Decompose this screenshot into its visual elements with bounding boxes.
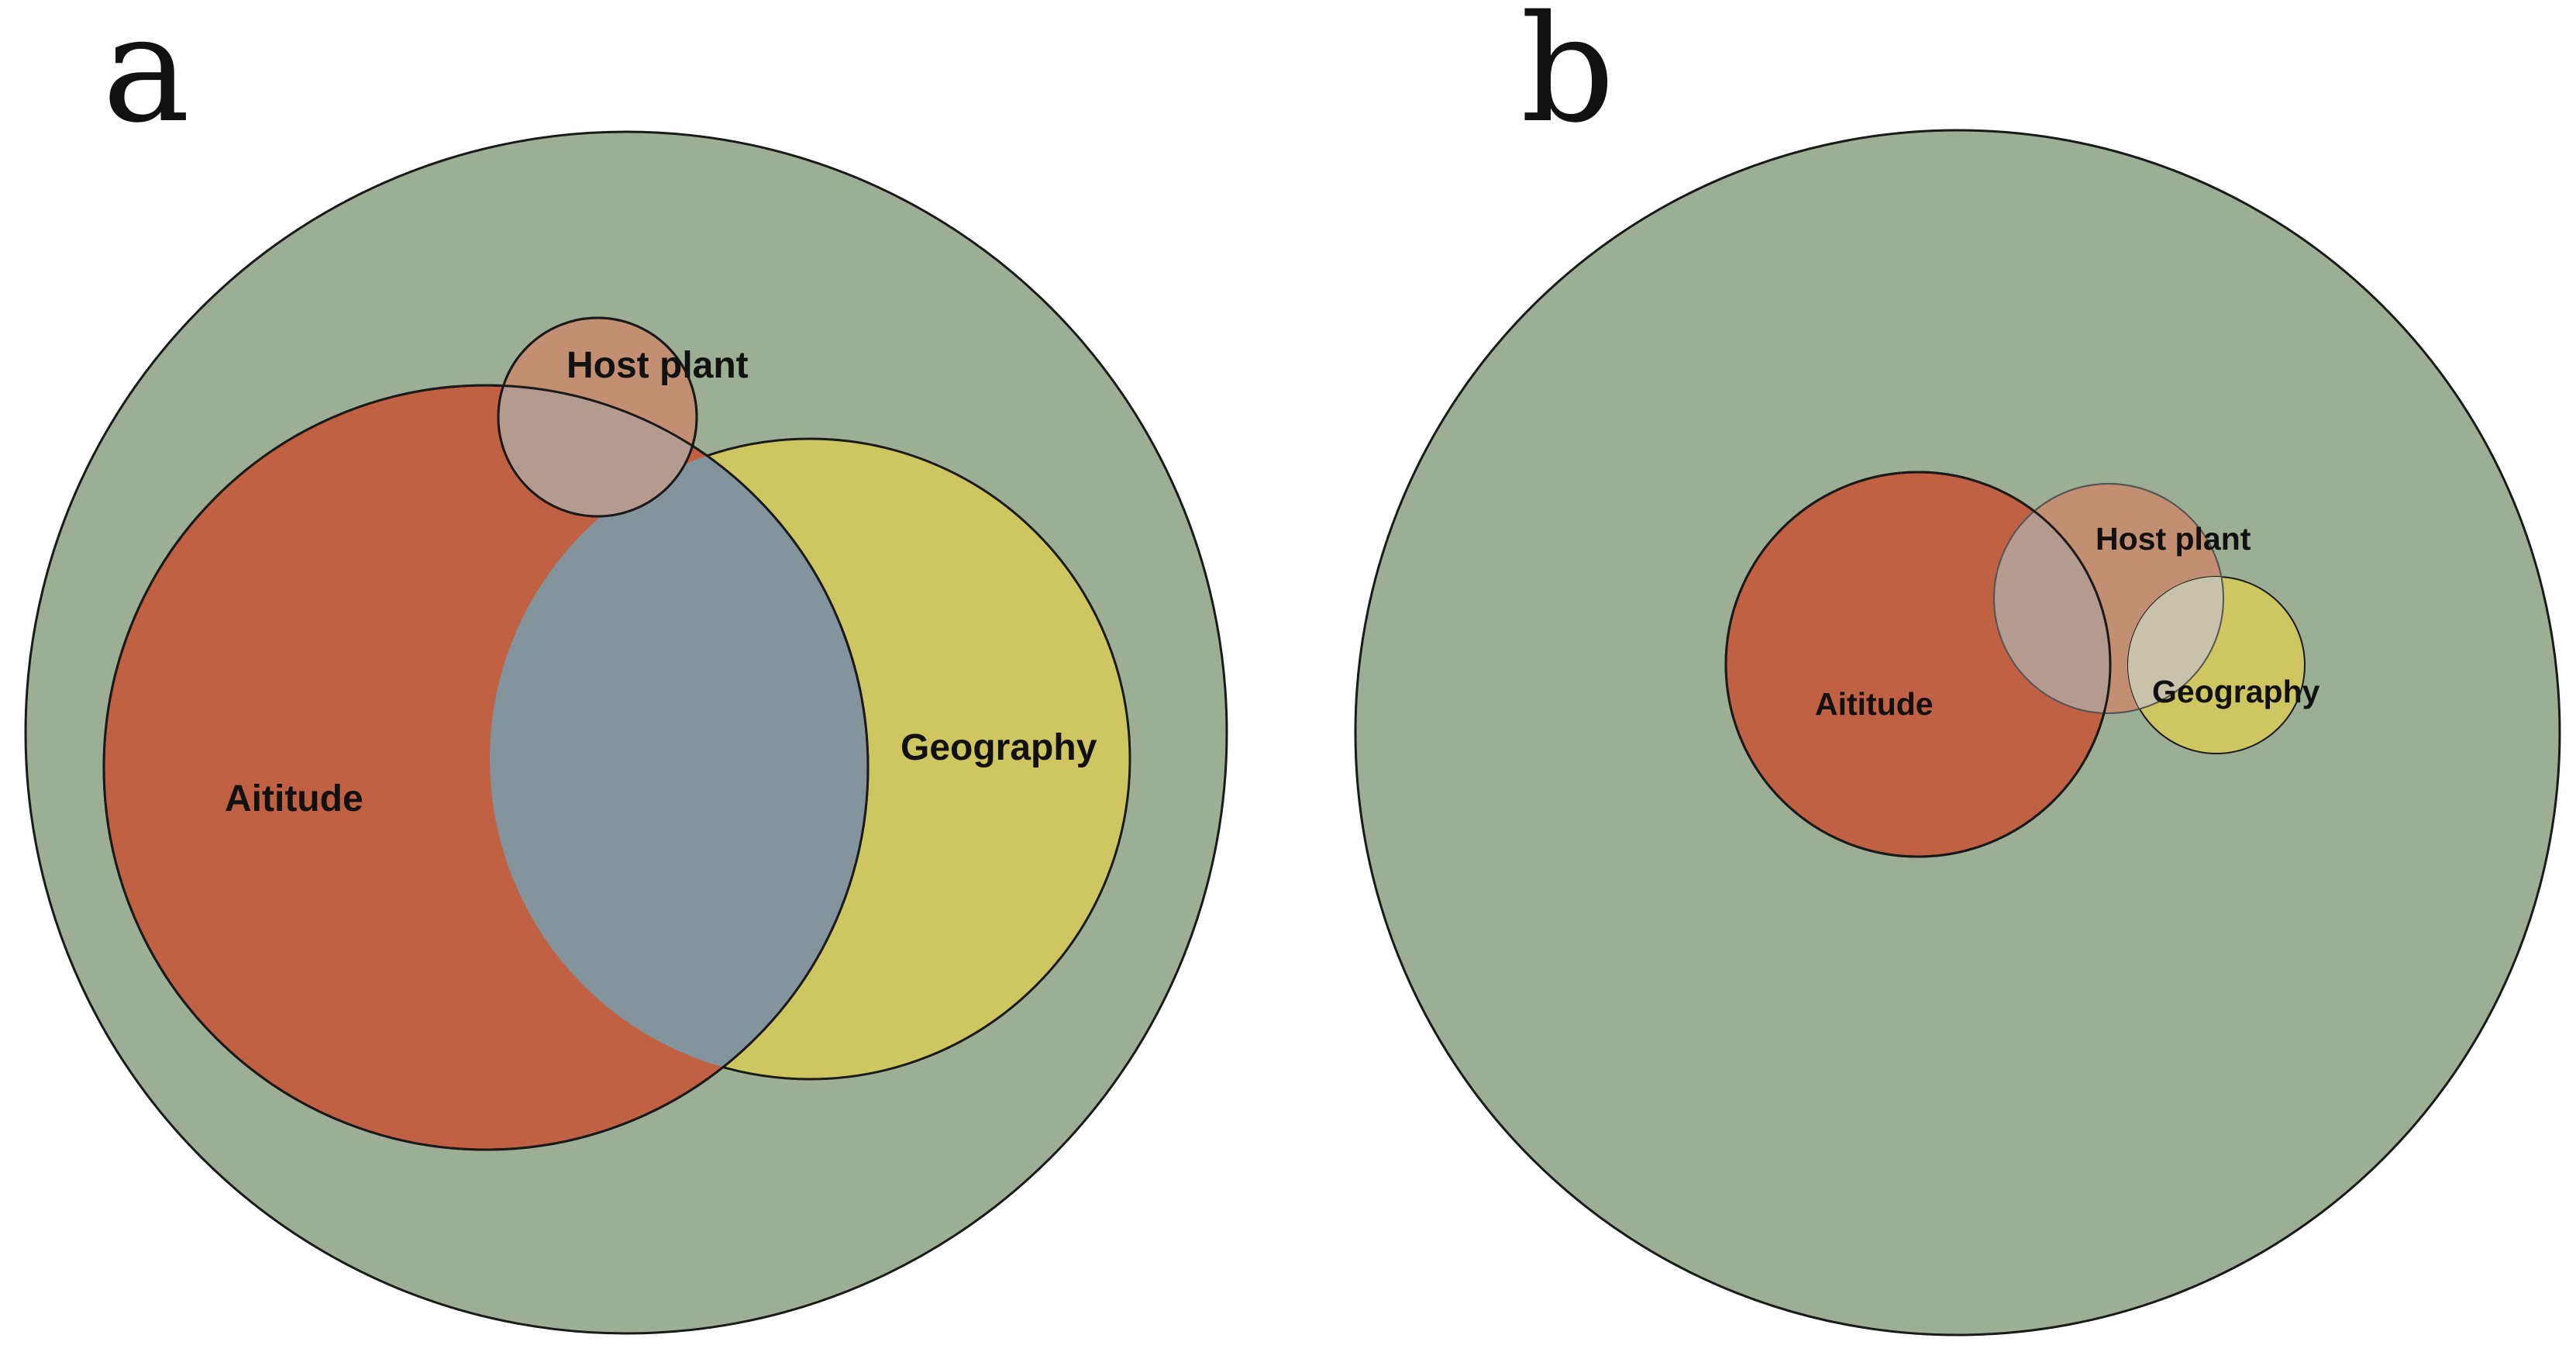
panel-b-altitude-label: Aititude [1815, 686, 1934, 722]
panel-a-letter: a [102, 0, 190, 155]
panel-a-altitude-label: Aititude [225, 778, 363, 819]
panel-a-altitude-geography-overlap [490, 439, 868, 1079]
panel-b-geography-label: Geography [2152, 674, 2320, 709]
panel-a: a Aititude Geography Host plant [24, 0, 1228, 1335]
panel-a-host-plant-altitude-overlap [498, 385, 697, 516]
panel-b-host-plant-outline [1993, 483, 2224, 714]
panel-b: b Aititude Host plant Geography [1354, 0, 2561, 1337]
panel-b-altitude-outline [1724, 471, 2112, 858]
panel-a-geography-label: Geography [901, 727, 1097, 768]
panel-a-host-plant-label: Host plant [567, 345, 749, 386]
panel-b-host-plant-label: Host plant [2096, 521, 2251, 557]
panel-a-host-plant-outline [497, 316, 698, 518]
panel-a-altitude-outline-arc [102, 384, 870, 1151]
panel-b-letter: b [1520, 0, 1615, 155]
